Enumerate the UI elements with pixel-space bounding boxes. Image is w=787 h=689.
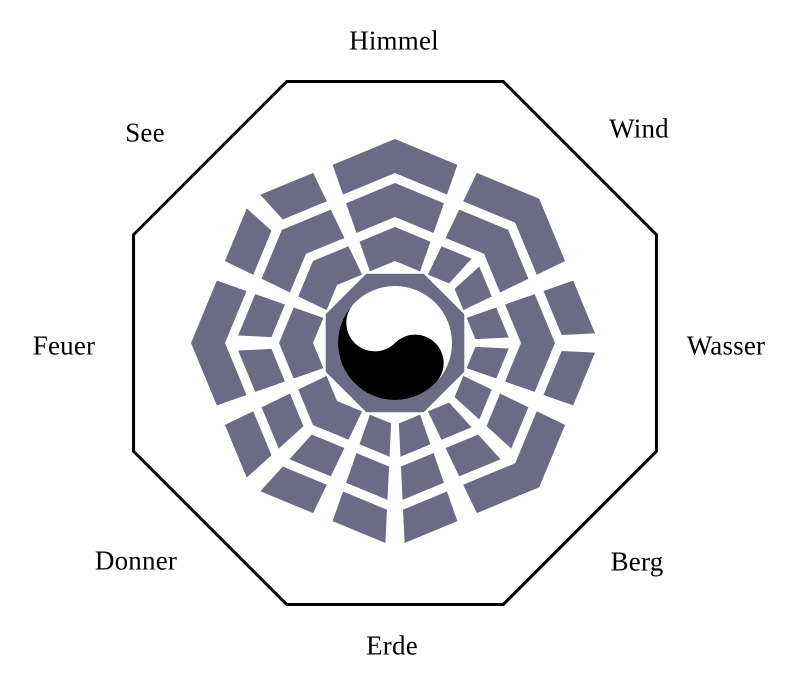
yin-yang-symbol xyxy=(338,286,452,400)
trigram-bar-erde-outer-seg2 xyxy=(332,491,387,544)
yin-yang-group xyxy=(338,286,452,400)
trigram-label-wind: Wind xyxy=(609,113,669,144)
trigram-bar-berg-outer xyxy=(463,411,566,514)
trigram-bar-wasser-outer-seg1 xyxy=(543,280,596,335)
trigram-label-erde-text: Erde xyxy=(366,630,418,661)
trigram-bar-berg-inner-seg1 xyxy=(454,375,492,420)
trigram-bar-himmel-middle xyxy=(346,183,444,233)
trigram-label-donner-text: Donner xyxy=(94,545,178,576)
trigram-label-berg: Berg xyxy=(610,546,664,577)
trigram-bar-wasser-middle xyxy=(505,294,555,392)
trigram-bar-donner-middle-seg1 xyxy=(289,434,345,477)
trigram-bar-donner-outer-seg1 xyxy=(260,466,327,514)
trigram-label-himmel-text: Himmel xyxy=(349,25,439,56)
trigram-label-see-text: See xyxy=(125,117,165,148)
trigram-label-berg-text: Berg xyxy=(610,546,664,577)
trigram-bar-berg-middle-seg2 xyxy=(445,434,501,477)
yinyang-dark-half xyxy=(338,302,444,400)
trigram-bar-himmel-inner xyxy=(359,227,431,272)
trigram-label-wasser-text: Wasser xyxy=(686,330,766,361)
trigram-bar-berg-middle-seg1 xyxy=(486,393,529,449)
bar-layer xyxy=(191,139,596,544)
trigram-bar-erde-outer-seg1 xyxy=(403,491,458,544)
trigram-label-feuer-text: Feuer xyxy=(32,330,96,361)
trigram-bar-wasser-inner-seg1 xyxy=(466,307,509,340)
trigram-bar-wasser-outer-seg2 xyxy=(543,351,596,406)
yinyang-light-dot xyxy=(367,315,383,331)
trigram-bar-feuer-outer xyxy=(191,280,247,406)
trigram-bar-see-outer-seg1 xyxy=(224,208,272,275)
trigram-bar-wasser-inner-seg2 xyxy=(466,346,509,379)
trigram-bar-wind-inner-seg2 xyxy=(454,266,492,311)
trigram-bar-feuer-middle-seg1 xyxy=(238,348,285,392)
trigram-bar-himmel-outer xyxy=(332,139,458,195)
trigram-bar-wind-middle xyxy=(445,209,529,293)
trigram-label-feuer: Feuer xyxy=(32,330,96,361)
trigram-bar-berg-inner-seg2 xyxy=(427,402,472,440)
trigram-bar-feuer-middle-seg2 xyxy=(238,294,285,338)
trigram-bar-erde-inner-seg2 xyxy=(359,414,392,457)
trigram-label-himmel: Himmel xyxy=(349,25,439,56)
trigram-bar-erde-middle-seg2 xyxy=(346,453,390,500)
trigram-label-wasser: Wasser xyxy=(686,330,766,361)
outline-layer xyxy=(132,80,658,606)
trigram-bar-donner-outer-seg2 xyxy=(224,411,272,478)
trigram-bar-wind-inner-seg1 xyxy=(427,246,472,284)
trigram-bar-see-inner xyxy=(298,246,363,311)
outer-octagon-outline xyxy=(132,80,658,606)
yinyang-dark-dot xyxy=(407,355,423,371)
trigram-bar-wind-outer xyxy=(463,172,566,275)
trigram-bar-feuer-inner xyxy=(279,307,324,379)
trigram-label-see: See xyxy=(125,117,165,148)
trigram-label-donner: Donner xyxy=(94,545,178,576)
trigram-bar-erde-inner-seg1 xyxy=(398,414,431,457)
trigram-bar-donner-middle-seg2 xyxy=(261,393,304,449)
trigram-bar-see-middle xyxy=(261,209,345,293)
trigram-bar-see-outer-seg2 xyxy=(260,172,327,220)
trigram-label-erde: Erde xyxy=(366,630,418,661)
trigram-bar-donner-inner xyxy=(298,375,363,440)
trigram-label-wind-text: Wind xyxy=(609,113,669,144)
trigram-bar-erde-middle-seg1 xyxy=(400,453,444,500)
